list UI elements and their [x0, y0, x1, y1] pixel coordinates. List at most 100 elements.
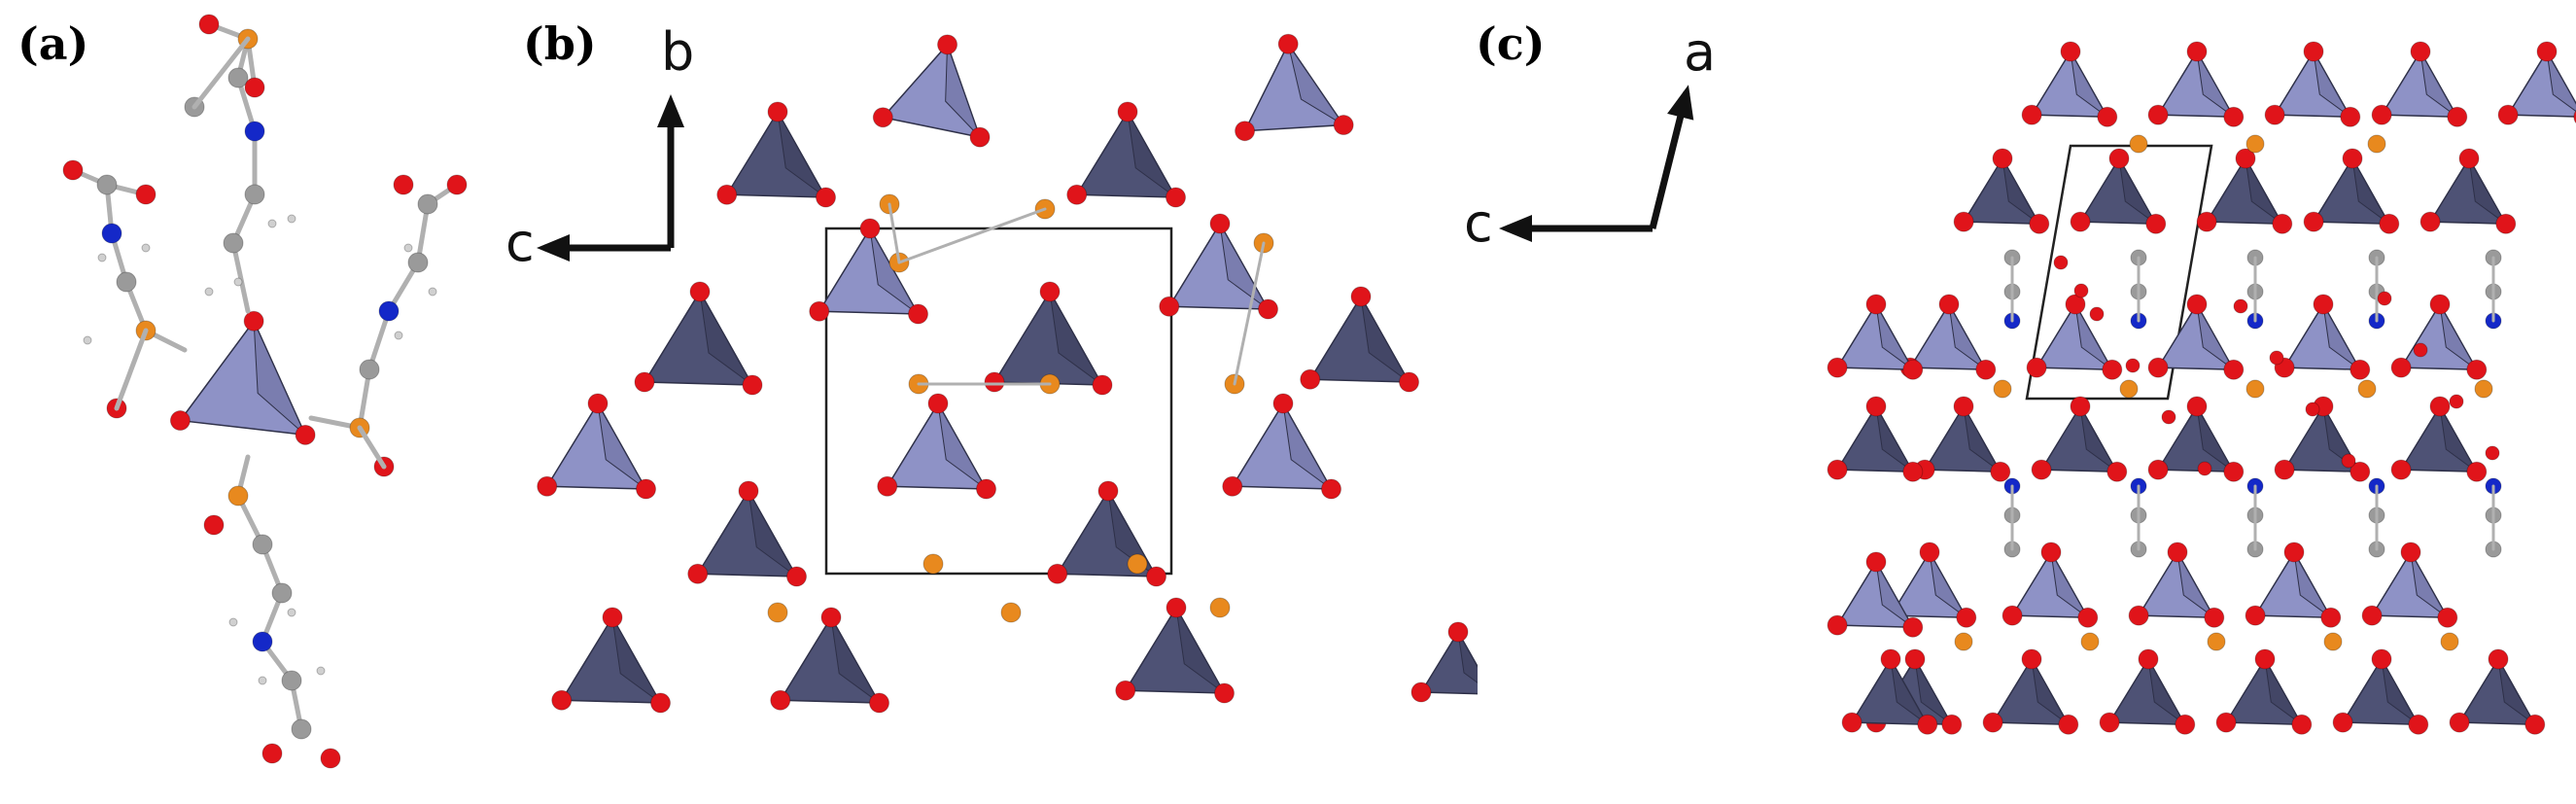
oxygen-atom [1047, 563, 1068, 584]
bond [357, 425, 387, 470]
oxygen-atom [2021, 104, 2042, 125]
bond [897, 207, 1047, 264]
oxygen-atom [587, 393, 609, 414]
oxygen-atom [1117, 101, 1138, 122]
polyhedron-face [1963, 405, 2002, 472]
oxygen-atom [1941, 714, 1963, 735]
oxygen-atom [2197, 461, 2212, 476]
phosphorus-atom [2323, 632, 2343, 651]
polyhedron-face [937, 402, 987, 490]
carbon-atom [223, 232, 244, 254]
oxygen-atom [2175, 714, 2196, 735]
oxygen-atom [634, 371, 655, 393]
oxygen-atom [2408, 714, 2429, 735]
oxygen-atom [537, 475, 558, 497]
hydrogen-atom [403, 243, 413, 253]
oxygen-atom [1333, 115, 1354, 136]
polyhedron-face [1127, 111, 1176, 198]
oxygen-atom [2495, 213, 2517, 234]
phosphorus-atom [1000, 602, 1022, 623]
polyhedron-face [2264, 658, 2303, 725]
oxygen-atom [1992, 148, 2013, 169]
oxygen-atom [2196, 211, 2217, 232]
polyhedron-face [1914, 658, 1953, 725]
oxygen-atom [2350, 359, 2371, 380]
phosphorus-atom [227, 485, 249, 507]
panel-b-axis-b-label: b [661, 21, 695, 83]
polyhedron-face [830, 616, 880, 704]
oxygen-atom [1975, 359, 1997, 380]
oxygen-atom [809, 300, 830, 322]
polyhedron-face [1282, 402, 1332, 490]
oxygen-atom [1115, 680, 1136, 701]
oxygen-atom [984, 371, 1005, 393]
oxygen-atom [1902, 461, 1924, 482]
polyhedron-face [2546, 51, 2576, 113]
polyhedron-face [2419, 51, 2458, 118]
oxygen-atom [1277, 33, 1299, 54]
oxygen-atom [2413, 342, 2428, 358]
oxygen-atom [2073, 283, 2089, 298]
oxygen-atom [2089, 306, 2105, 322]
oxygen-atom [1092, 374, 1113, 396]
hydrogen-atom [228, 617, 238, 627]
nitrogen-atom [101, 223, 122, 244]
oxygen-atom [2291, 714, 2313, 735]
phosphorus-atom [1993, 379, 2012, 399]
polyhedron-face [2118, 157, 2157, 225]
oxygen-atom [2377, 291, 2392, 306]
carbon-atom [281, 670, 302, 691]
oxygen-atom [2245, 605, 2266, 626]
oxygen-atom [2449, 712, 2470, 733]
polyhedron-face [2074, 303, 2113, 370]
oxygen-atom [2102, 359, 2123, 380]
bond [191, 36, 251, 110]
oxygen-atom [2223, 106, 2245, 127]
oxygen-atom [2437, 607, 2458, 628]
panel-c-label: (c) [1476, 17, 1546, 70]
hydrogen-atom [233, 277, 243, 287]
oxygen-atom [716, 184, 738, 205]
oxygen-atom [2002, 605, 2023, 626]
polyhedron-face [2176, 551, 2215, 618]
panel-c-axis-c-label: c [1464, 192, 1493, 254]
panel-c-axis-a-label: a [1684, 21, 1717, 83]
oxygen-atom [1272, 393, 1294, 414]
oxygen-atom [2125, 358, 2141, 373]
oxygen-atom [742, 374, 763, 396]
polyhedron-face [1875, 303, 1914, 370]
oxygen-atom [2320, 607, 2342, 628]
oxygen-atom [1447, 621, 1469, 643]
phosphorus-atom [922, 553, 944, 575]
polyhedron-face [2196, 303, 2235, 370]
oxygen-atom [2379, 213, 2400, 234]
oxygen-atom [2147, 459, 2169, 480]
polyhedron-face [2381, 658, 2419, 725]
oxygen-atom [2400, 542, 2421, 563]
oxygen-atom [2186, 396, 2208, 417]
polyhedron-face [2468, 157, 2507, 225]
oxygen-atom [1956, 607, 1977, 628]
polyhedron-face [699, 291, 753, 386]
oxygen-atom [244, 77, 265, 98]
nitrogen-atom [378, 300, 400, 322]
oxygen-atom [243, 310, 264, 332]
oxygen-atom [1399, 371, 1419, 393]
polyhedron-face [2313, 51, 2351, 118]
polyhedron-face [2497, 658, 2536, 725]
polyhedron-face [1360, 296, 1410, 383]
polyhedron-face [2245, 157, 2283, 225]
polyhedron-face [2196, 51, 2235, 118]
oxygen-atom [1953, 396, 1974, 417]
oxygen-atom [1917, 714, 1938, 735]
oxygen-atom [1166, 597, 1187, 618]
polyhedron-face [1875, 561, 1914, 628]
oxygen-atom [1222, 475, 1243, 497]
polyhedron-face [597, 402, 646, 490]
oxygen-atom [859, 218, 881, 239]
oxygen-atom [2147, 104, 2169, 125]
oxygen-atom [689, 281, 711, 302]
oxygen-atom [2138, 648, 2159, 670]
oxygen-atom [1410, 682, 1432, 703]
oxygen-atom [2272, 213, 2293, 234]
